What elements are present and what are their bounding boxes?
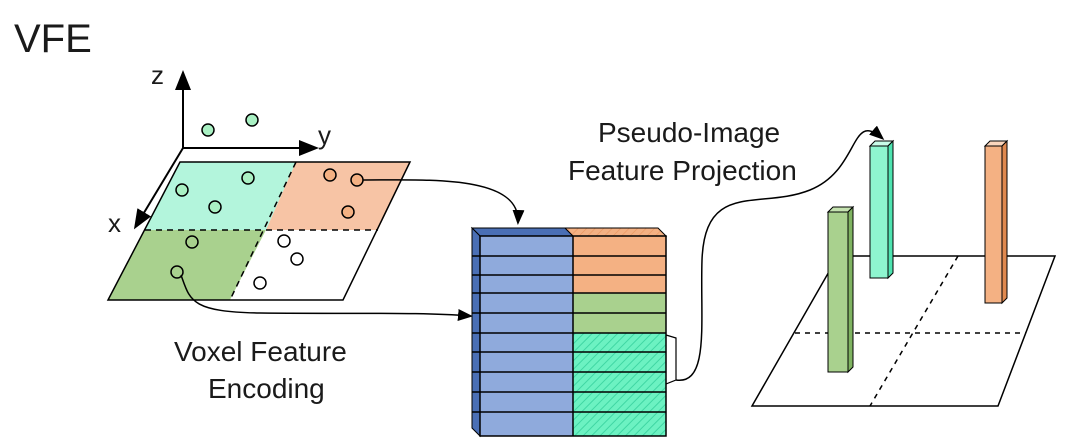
vfe-label-line2: Encoding: [208, 373, 325, 404]
pseudo-image-plane: [750, 255, 1057, 407]
grid-outline: [106, 161, 412, 301]
vfe-label-line1: Voxel Feature: [174, 336, 347, 367]
point-cloud: [170, 113, 364, 290]
point: [253, 276, 267, 290]
grid-cell-top-left: [145, 162, 296, 230]
axis-label-x: x: [108, 208, 121, 238]
plane-outline: [750, 255, 1057, 407]
point: [350, 173, 364, 187]
arrow-green-to-stack: [180, 274, 473, 322]
point: [208, 200, 222, 214]
grid-cell-top-right: [266, 162, 410, 230]
voxel-grid: [106, 161, 412, 301]
stack-cyan-segment: [572, 332, 667, 437]
point: [341, 205, 355, 219]
point: [245, 113, 259, 127]
stack-bracket: [665, 334, 677, 385]
stack-orange-segment: [572, 235, 667, 294]
stack-top-orange: [563, 227, 668, 237]
point: [170, 265, 184, 279]
projection-label-line2: Feature Projection: [568, 155, 797, 186]
grid-cell-bottom-left: [108, 230, 266, 300]
diagram-title: VFE: [14, 17, 92, 61]
plane-divider-vertical: [869, 255, 959, 407]
arrow-stack-to-pillar: [675, 125, 885, 381]
point: [290, 252, 304, 266]
pillar-green: [826, 205, 855, 374]
feature-stack: [470, 226, 668, 438]
axes: [133, 70, 319, 230]
point: [277, 234, 291, 248]
axis-label-y: y: [318, 120, 331, 150]
x-axis: [133, 147, 184, 230]
arrow-orange-to-stack: [362, 179, 525, 225]
stack-row-lines: [472, 255, 666, 413]
point: [241, 171, 255, 185]
pillar-orange: [983, 139, 1009, 305]
point: [185, 235, 199, 249]
point: [201, 123, 215, 137]
projection-label-line1: Pseudo-Image: [598, 117, 780, 148]
point: [175, 183, 189, 197]
stack-blue-column: [479, 235, 574, 437]
grid-divider-vertical: [229, 161, 297, 301]
point: [323, 168, 337, 182]
grid-cell-bottom-right: [230, 230, 378, 300]
stack-side: [471, 226, 481, 438]
stack-top-blue: [470, 227, 575, 237]
axis-label-z: z: [151, 60, 164, 90]
pillar-cyan: [868, 139, 895, 280]
